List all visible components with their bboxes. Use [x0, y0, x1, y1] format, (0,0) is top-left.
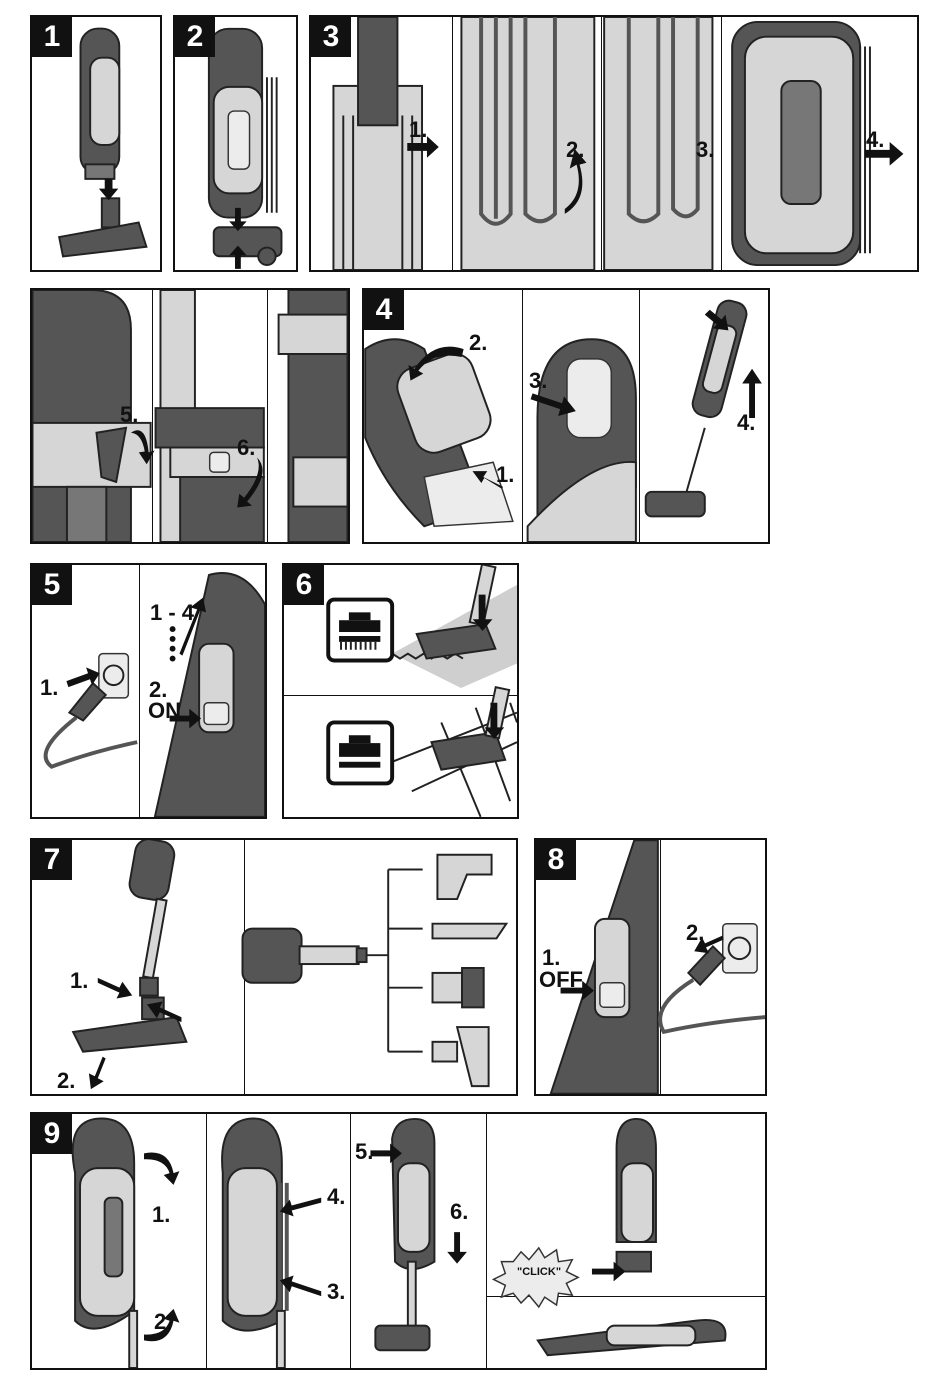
step-label: 4.: [866, 127, 884, 153]
step-label: 3.: [327, 1279, 345, 1305]
step-label: 3.: [529, 368, 547, 394]
step-1-panel: 1: [30, 15, 162, 272]
step-4-panel: 4 1. 2. 3. 4.: [362, 288, 770, 544]
step-number: 8: [536, 840, 576, 880]
step-label: 1.: [409, 117, 427, 143]
step-9-panel: 9 1. 2. 4. 3. 5. 6. "CLICK": [30, 1112, 767, 1370]
step-label: 2.: [686, 920, 704, 946]
step-label: 1.: [70, 968, 88, 994]
arrow-icon: [364, 290, 768, 542]
step-number: 7: [32, 840, 72, 880]
step-label: 4.: [737, 410, 755, 436]
step-label: 2.: [57, 1068, 75, 1094]
step-label: 1.: [496, 462, 514, 488]
off-label: OFF: [539, 967, 583, 993]
arrow-icon: [32, 1114, 765, 1368]
step-label: 2.: [566, 137, 584, 163]
step-label: 1.: [40, 675, 58, 701]
step-5-panel: 5 1. 1 - 4 2. ON: [30, 563, 267, 819]
step-7-panel: 7 1. 2.: [30, 838, 518, 1096]
on-label: ON: [148, 698, 181, 724]
step-label: 6.: [450, 1199, 468, 1225]
step-3-panel: 3 1. 2. 3. 4.: [309, 15, 919, 272]
step-number: 6: [284, 565, 324, 605]
step-label: 3.: [696, 137, 714, 163]
step-number: 9: [32, 1114, 72, 1154]
step-label: 2.: [154, 1309, 172, 1335]
step-label: 2.: [469, 330, 487, 356]
step-number: 3: [311, 17, 351, 57]
speed-range-label: 1 - 4: [150, 600, 194, 626]
arrow-icon: [32, 840, 516, 1094]
step-3b-panel: 5. 6.: [30, 288, 350, 544]
step-8-panel: 8 1. OFF 2.: [534, 838, 767, 1096]
step-number: 1: [32, 17, 72, 57]
arrow-icon: [32, 290, 348, 542]
step-label: 1.: [152, 1202, 170, 1228]
click-label: "CLICK": [517, 1266, 561, 1278]
step-2-panel: 2: [173, 15, 298, 272]
step-number: 4: [364, 290, 404, 330]
step-label: 5.: [120, 402, 138, 428]
step-label: 4.: [327, 1184, 345, 1210]
step-number: 5: [32, 565, 72, 605]
step-number: 2: [175, 17, 215, 57]
step-label: 6.: [237, 435, 255, 461]
step-label: 5.: [355, 1139, 373, 1165]
arrow-icon: [311, 17, 917, 270]
step-6-panel: 6: [282, 563, 519, 819]
